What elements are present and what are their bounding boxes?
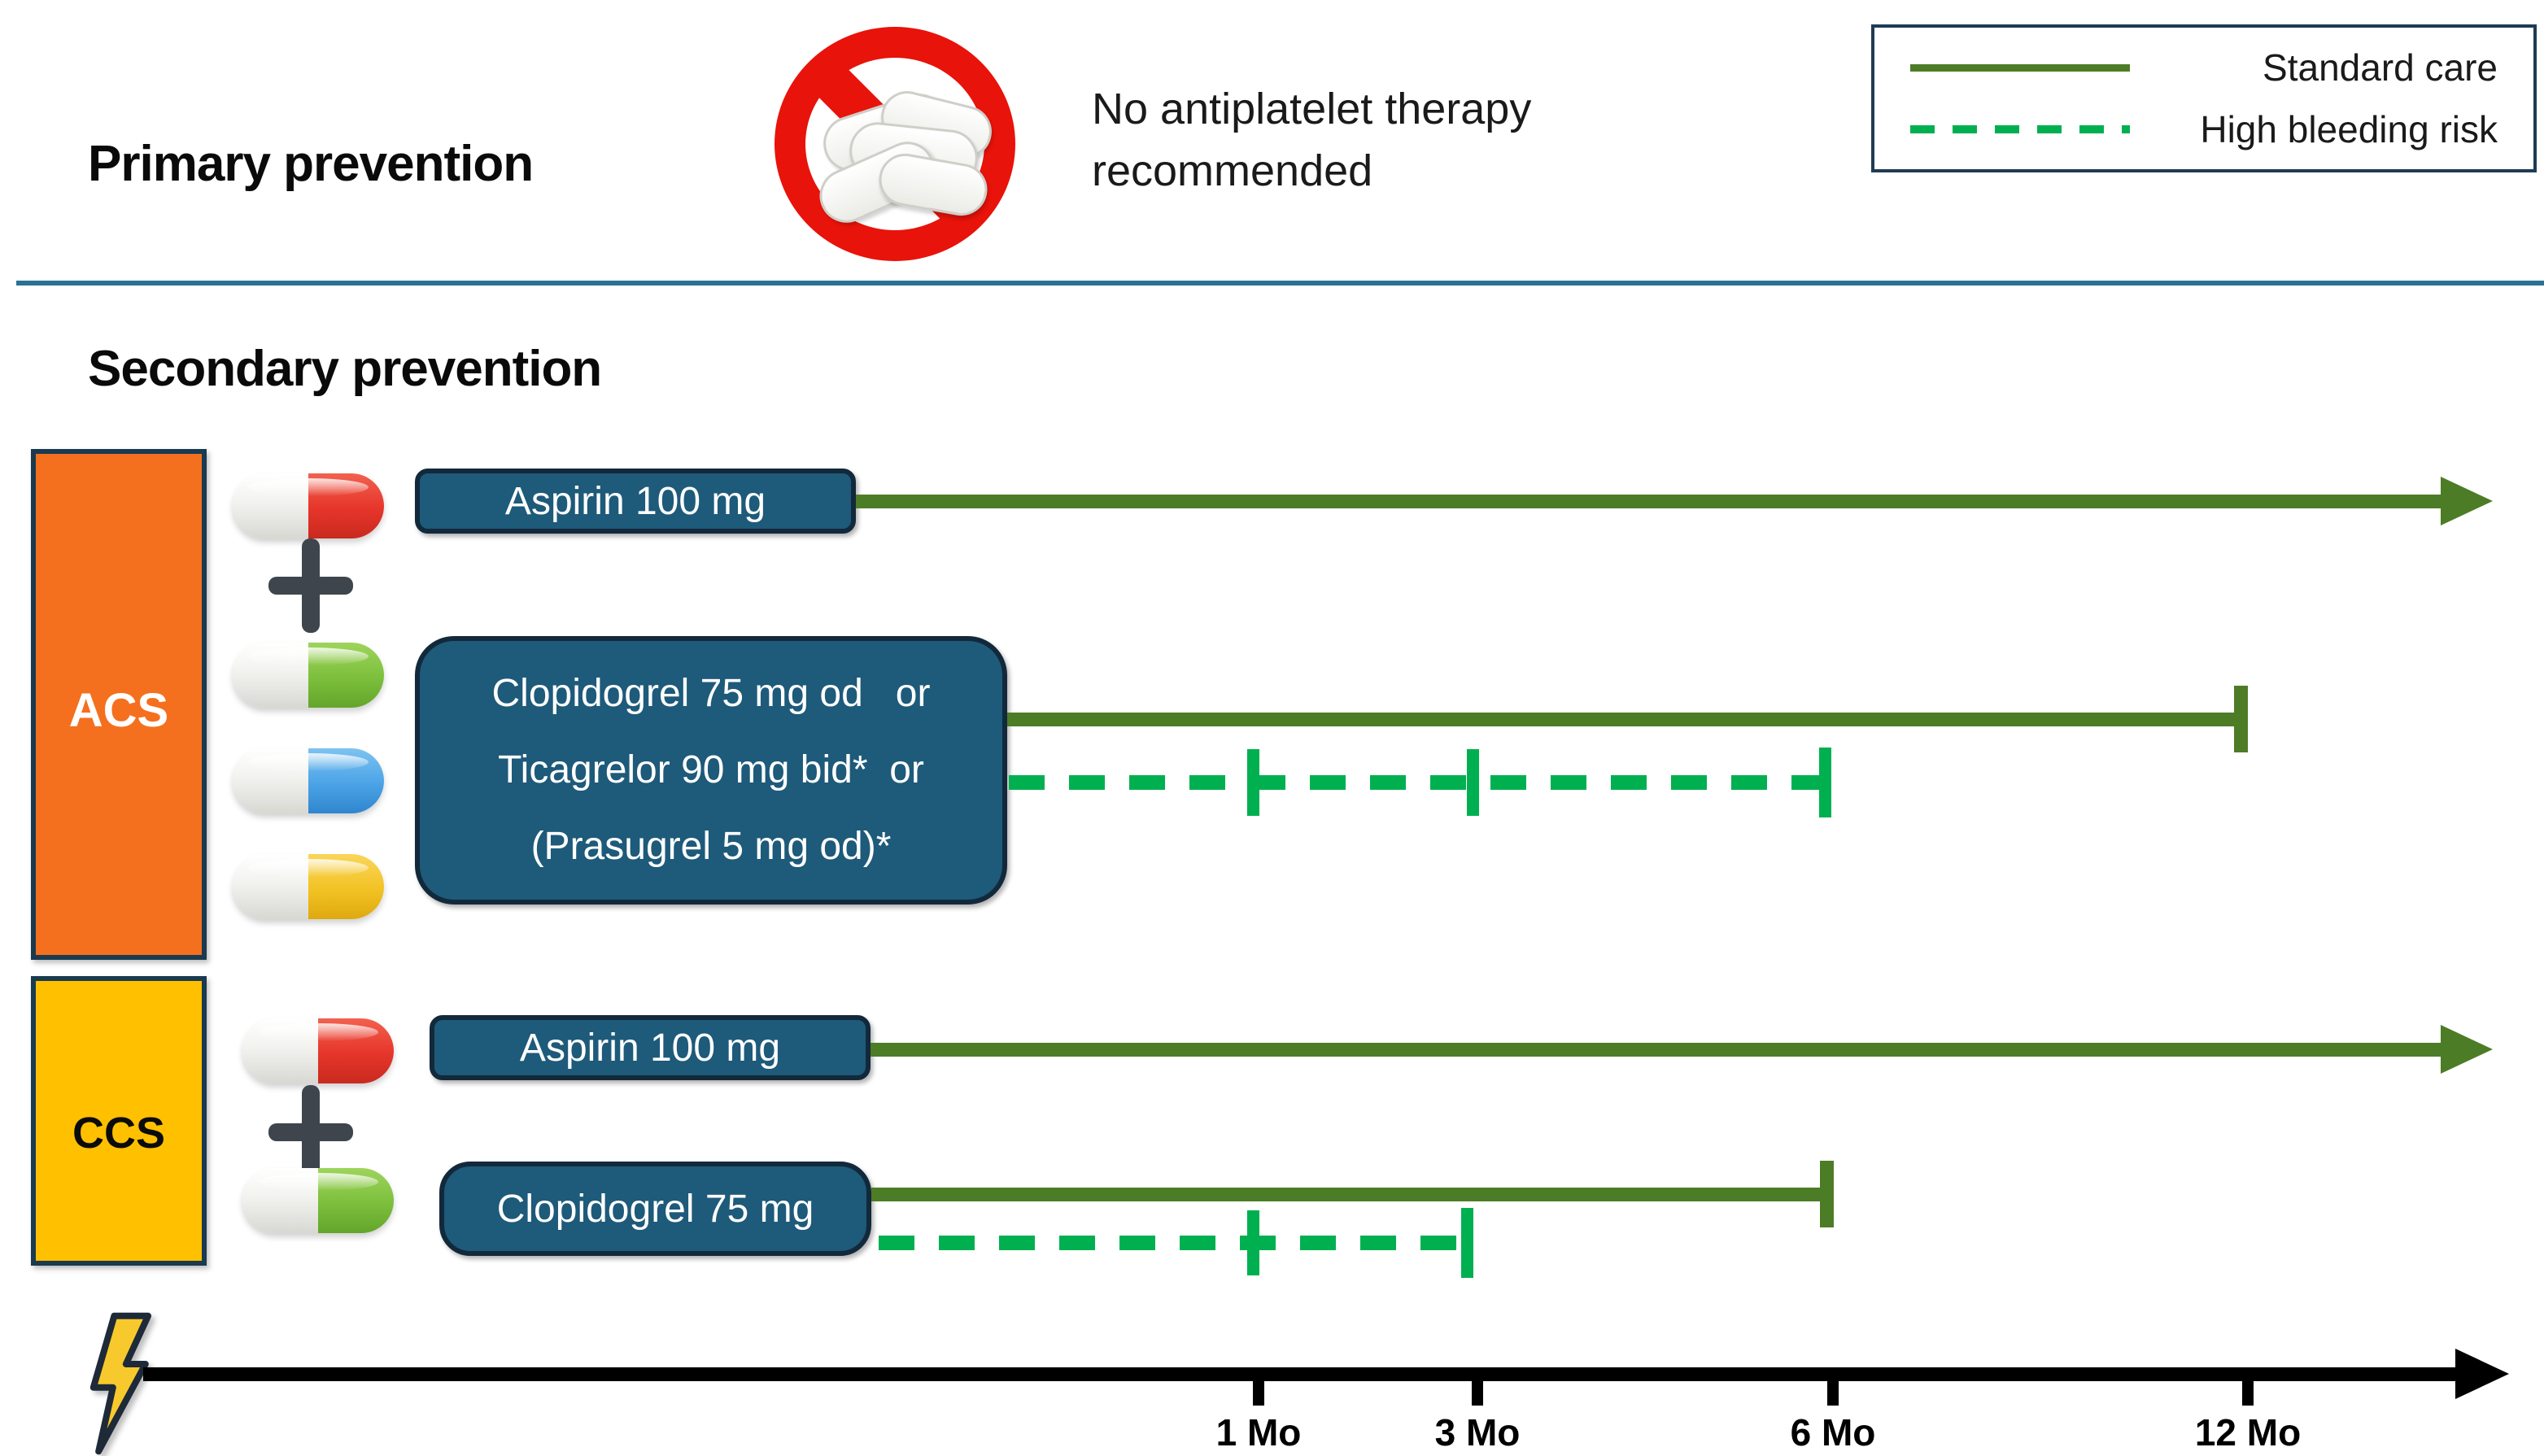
acs-label: ACS xyxy=(68,684,169,737)
capsule-shine xyxy=(247,858,369,877)
capsule-shine xyxy=(247,752,369,771)
timeline-tick-3mo xyxy=(1472,1376,1483,1406)
capsule-red-icon xyxy=(242,1018,394,1083)
ccs-p2y12-label: Clopidogrel 75 mg xyxy=(496,1187,814,1231)
legend-row-high-bleeding-risk: High bleeding risk xyxy=(1874,107,2533,151)
ccs-group-box: CCS xyxy=(31,976,207,1266)
capsule-shine xyxy=(247,647,369,665)
timeline-label-3mo: 3 Mo xyxy=(1434,1411,1521,1454)
legend-label-high-bleeding-risk: High bleeding risk xyxy=(2200,108,2498,150)
ccs-p2y12-hbr-tick-1mo xyxy=(1247,1210,1259,1275)
capsule-shine xyxy=(247,477,369,496)
acs-p2y12-hbr-dashed-line xyxy=(1009,775,1824,790)
timeline-label-12mo: 12 Mo xyxy=(2194,1411,2302,1454)
acs-p2y12-hbr-tick-3mo xyxy=(1467,749,1479,816)
acs-p2y12-hbr-tick-1mo xyxy=(1247,749,1259,816)
plus-icon xyxy=(268,538,353,633)
legend: Standard care High bleeding risk xyxy=(1871,24,2537,172)
lightning-bolt-icon xyxy=(89,1312,151,1455)
no-therapy-message-line1: No antiplatelet therapy xyxy=(1092,85,1532,133)
section-divider xyxy=(16,281,2544,286)
timeline-axis xyxy=(143,1367,2457,1381)
no-therapy-message: No antiplatelet therapy recommended xyxy=(1092,78,1531,202)
acs-p2y12-hbr-end-tick-6mo xyxy=(1819,748,1831,817)
secondary-prevention-heading: Secondary prevention xyxy=(88,341,602,397)
timeline-tick-1mo xyxy=(1253,1376,1264,1406)
timeline-label-6mo: 6 Mo xyxy=(1790,1411,1876,1454)
ccs-label: CCS xyxy=(72,1109,165,1157)
acs-group-box: ACS xyxy=(31,449,207,960)
legend-row-standard-care: Standard care xyxy=(1874,46,2533,89)
acs-aspirin-box: Aspirin 100 mg xyxy=(415,469,856,534)
black-arrowhead-icon xyxy=(2455,1349,2509,1399)
ccs-p2y12-hbr-end-tick-3mo xyxy=(1461,1208,1473,1278)
timeline-tick-12mo xyxy=(2242,1376,2254,1406)
no-pills-icon xyxy=(775,27,1015,261)
acs-aspirin-label: Aspirin 100 mg xyxy=(504,479,766,523)
no-therapy-message-line2: recommended xyxy=(1092,146,1373,195)
ccs-p2y12-standard-line xyxy=(871,1188,1826,1201)
ccs-p2y12-hbr-dashed-line xyxy=(879,1236,1469,1250)
acs-p2y12-standard-end-tick-12mo xyxy=(2234,686,2248,752)
legend-label-standard-care: Standard care xyxy=(2263,46,2498,89)
timeline-label-1mo: 1 Mo xyxy=(1215,1411,1302,1454)
green-arrowhead-icon xyxy=(2441,477,2493,525)
acs-p2y12-standard-line xyxy=(1007,713,2239,726)
capsule-red-icon xyxy=(233,473,384,538)
capsule-blue-icon xyxy=(233,748,384,813)
primary-prevention-heading: Primary prevention xyxy=(88,136,534,192)
acs-p2y12-line3: (Prasugrel 5 mg od)* xyxy=(530,825,892,868)
capsule-green-icon xyxy=(242,1168,394,1233)
ccs-p2y12-box: Clopidogrel 75 mg xyxy=(439,1162,871,1256)
acs-p2y12-box: Clopidogrel 75 mg od or Ticagrelor 90 mg… xyxy=(415,636,1007,905)
solid-green-line-icon xyxy=(1910,63,2130,72)
ccs-aspirin-standard-line xyxy=(871,1043,2441,1057)
acs-p2y12-line1: Clopidogrel 75 mg od or xyxy=(491,672,931,715)
plus-icon xyxy=(268,1085,353,1179)
timeline-tick-6mo xyxy=(1827,1376,1839,1406)
green-arrowhead-icon xyxy=(2441,1025,2493,1074)
ccs-aspirin-label: Aspirin 100 mg xyxy=(519,1026,781,1070)
capsule-green-icon xyxy=(233,643,384,708)
acs-p2y12-line2: Ticagrelor 90 mg bid* or xyxy=(498,748,924,791)
capsule-shine xyxy=(257,1172,379,1191)
capsule-shine xyxy=(257,1022,379,1041)
ccs-p2y12-standard-end-tick-6mo xyxy=(1820,1161,1834,1227)
capsule-yellow-icon xyxy=(233,854,384,919)
dashed-green-line-icon xyxy=(1910,125,2130,133)
acs-aspirin-standard-line xyxy=(856,495,2441,508)
ccs-aspirin-box: Aspirin 100 mg xyxy=(430,1015,871,1080)
